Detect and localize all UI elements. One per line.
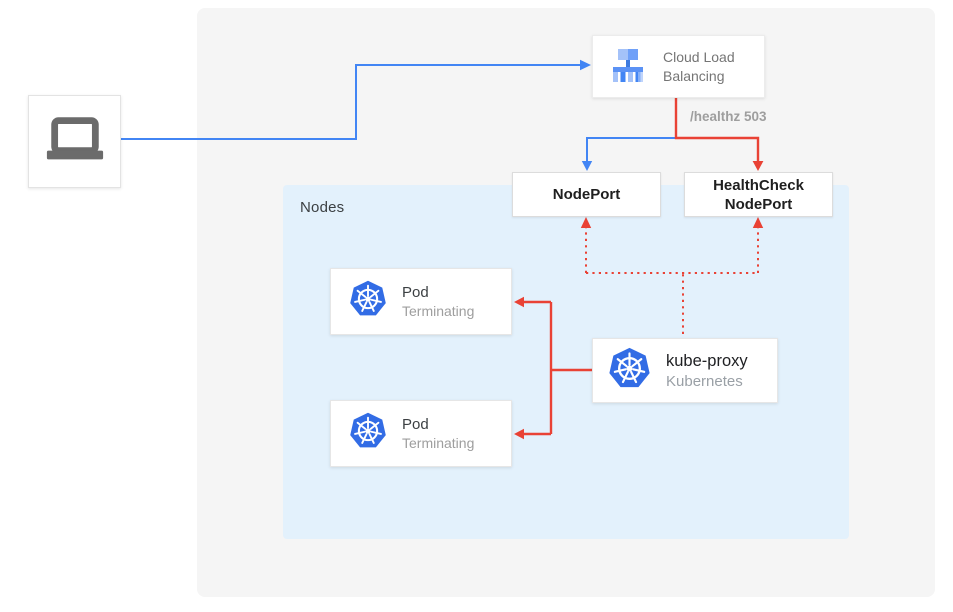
laptop-icon bbox=[44, 113, 106, 170]
nodeport-label: NodePort bbox=[552, 186, 621, 203]
pod-node-1: Pod Terminating bbox=[330, 268, 512, 335]
healthcheck-label-line1: HealthCheck bbox=[713, 176, 804, 194]
kubernetes-icon bbox=[349, 412, 387, 455]
healthcheck-label-line2: NodePort bbox=[724, 195, 793, 213]
nodeport-node: NodePort bbox=[512, 172, 661, 217]
load-balancer-icon bbox=[606, 42, 650, 91]
pod-title: Pod bbox=[402, 416, 429, 433]
kube-proxy-node: kube-proxy Kubernetes bbox=[592, 338, 778, 403]
client-node bbox=[28, 95, 121, 188]
pod-node-2: Pod Terminating bbox=[330, 400, 512, 467]
cloud-load-balancing-label: Cloud Load Balancing bbox=[663, 48, 735, 84]
healthcheck-nodeport-node: HealthCheck NodePort bbox=[684, 172, 833, 217]
kubernetes-icon bbox=[608, 347, 651, 395]
kube-proxy-title: kube-proxy bbox=[666, 351, 748, 370]
pod-status: Terminating bbox=[402, 303, 475, 319]
nodes-group-label: Nodes bbox=[300, 199, 345, 216]
pod-title: Pod bbox=[402, 284, 429, 301]
kube-proxy-subtitle: Kubernetes bbox=[666, 372, 743, 390]
healthz-status-label: /healthz 503 bbox=[690, 109, 767, 124]
kubernetes-icon bbox=[349, 280, 387, 323]
pod-status: Terminating bbox=[402, 435, 475, 451]
cloud-load-balancing-node: Cloud Load Balancing bbox=[592, 35, 765, 98]
